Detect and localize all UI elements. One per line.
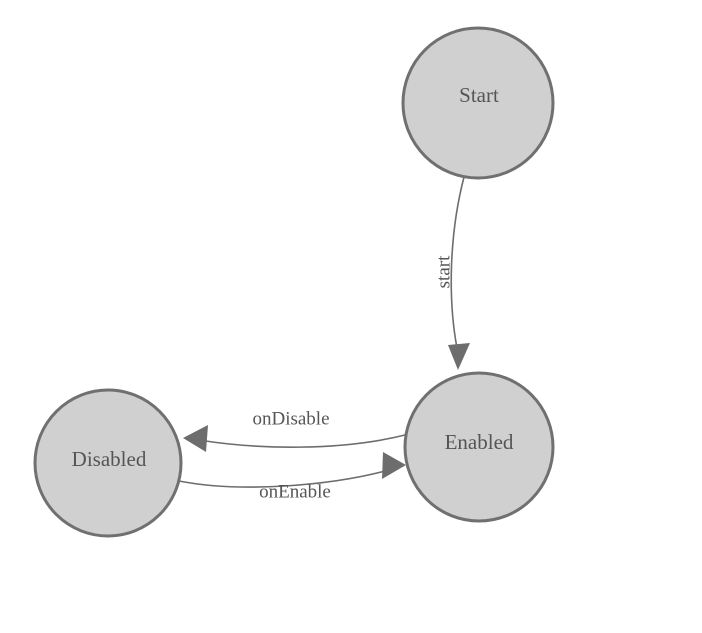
state-node-enabled-label: Enabled bbox=[445, 430, 514, 454]
transition-label-ondisable: onDisable bbox=[252, 408, 329, 429]
state-node-start-label: Start bbox=[459, 83, 499, 107]
transition-enabled-to-disabled[interactable]: onDisable bbox=[183, 408, 410, 452]
transition-start-to-enabled-arrowhead bbox=[448, 343, 470, 370]
transition-enabled-to-disabled-arrowhead bbox=[183, 425, 208, 452]
state-node-enabled[interactable]: Enabled bbox=[403, 371, 555, 523]
state-node-disabled-label: Disabled bbox=[72, 447, 147, 471]
state-node-start-circle bbox=[401, 26, 555, 180]
state-node-disabled-circle bbox=[33, 388, 183, 538]
state-node-start[interactable]: Start bbox=[401, 26, 555, 180]
state-node-disabled[interactable]: Disabled bbox=[33, 388, 183, 538]
transition-disabled-to-enabled[interactable]: onEnable bbox=[178, 452, 406, 502]
transition-enabled-to-disabled-path bbox=[198, 433, 410, 448]
transition-label-start: start bbox=[433, 255, 454, 288]
transition-disabled-to-enabled-arrowhead bbox=[382, 452, 406, 479]
transition-start-to-enabled[interactable]: start bbox=[433, 176, 470, 370]
transition-start-to-enabled-path bbox=[450, 176, 465, 349]
transition-label-onenable: onEnable bbox=[259, 481, 331, 502]
transition-disabled-to-enabled-path bbox=[178, 469, 390, 488]
state-node-enabled-circle bbox=[403, 371, 555, 523]
